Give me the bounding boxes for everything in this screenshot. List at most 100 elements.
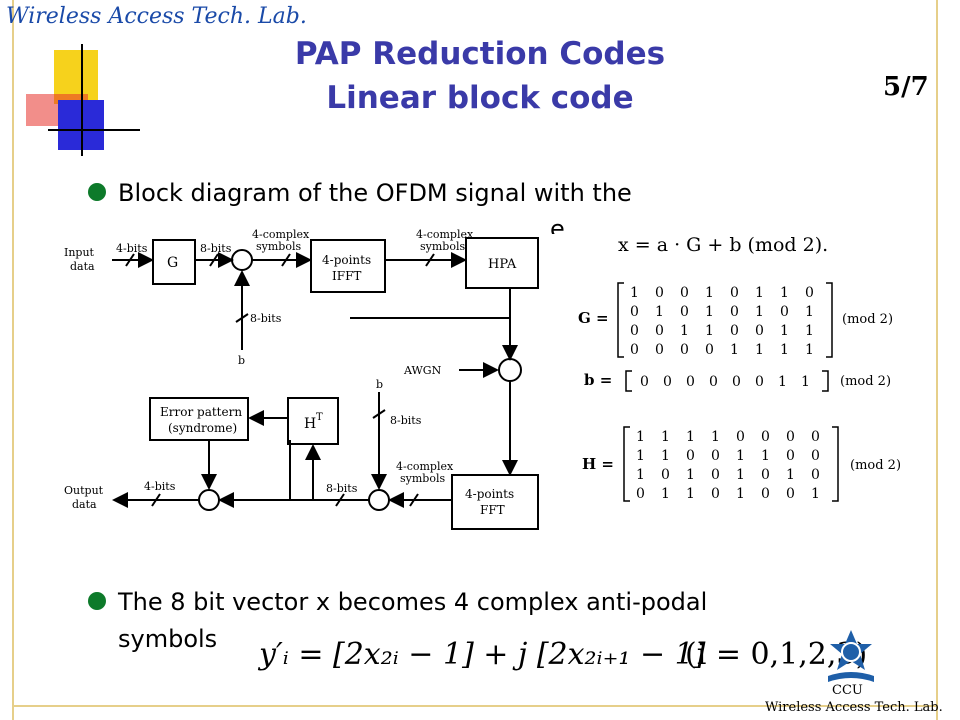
g-matrix-entry: 1: [705, 323, 714, 339]
b-vector-label: b =: [584, 371, 612, 389]
g-matrix-entry: 0: [805, 285, 814, 301]
g-matrix-entry: 0: [655, 285, 664, 301]
error-pattern-label-2: (syndrome): [168, 421, 237, 435]
b-vector-entry: 0: [686, 374, 695, 390]
frame-right-line: [936, 0, 938, 720]
h-matrix-entry: 0: [811, 429, 820, 445]
h-matrix-entry: 0: [636, 486, 645, 502]
symbol-mapping-formula: y′ᵢ = [2x₂ᵢ − 1] + j [2x₂ᵢ₊₁ − 1]: [257, 637, 706, 672]
h-matrix-entry: 0: [786, 486, 795, 502]
g-matrix-label: G =: [578, 309, 609, 327]
h-matrix-entry: 0: [761, 467, 770, 483]
b-vector-entry: 0: [755, 374, 764, 390]
g-matrix-entry: 0: [730, 323, 739, 339]
h-matrix-entry: 0: [686, 448, 695, 464]
g-matrix-entry: 1: [655, 304, 664, 320]
error-pattern-label-1: Error pattern: [160, 405, 242, 419]
h-matrix-entry: 1: [661, 448, 670, 464]
g-matrix-entry: 0: [730, 304, 739, 320]
bits8-right-label: 8-bits: [390, 414, 422, 427]
h-matrix-entry: 1: [661, 486, 670, 502]
h-matrix-entry: 0: [711, 448, 720, 464]
corner-logo-graphic: [26, 44, 140, 156]
g-matrix-entry: 0: [680, 342, 689, 358]
complex-symbols-top1-line2: symbols: [256, 240, 301, 253]
h-matrix-entry: 0: [661, 467, 670, 483]
g-block-label: G: [167, 255, 178, 271]
lab-name-header: Wireless Access Tech. Lab.: [6, 4, 307, 29]
g-matrix-entry: 0: [705, 342, 714, 358]
lab-name-footer: Wireless Access Tech. Lab.: [765, 700, 943, 715]
h-matrix-entry: 1: [811, 486, 820, 502]
slide-subtitle: Linear block code: [326, 80, 634, 116]
h-matrix-entry: 0: [786, 448, 795, 464]
h-matrix-entry: 1: [761, 448, 770, 464]
bullet-text-2-cont: symbols: [118, 625, 218, 653]
b-vector-entry: 1: [778, 374, 787, 390]
ccu-label: CCU: [832, 683, 863, 698]
g-matrix-entry: 0: [730, 285, 739, 301]
h-matrix-entry: 0: [761, 486, 770, 502]
bullet-marker: [88, 592, 106, 610]
g-matrix-entry: 1: [680, 323, 689, 339]
g-matrix-entry: 0: [630, 323, 639, 339]
h-matrix-entry: 1: [736, 486, 745, 502]
page-number: 5/7: [883, 72, 929, 102]
output-data-label-2: data: [72, 498, 97, 511]
hpa-block-label: HPA: [488, 257, 517, 272]
h-matrix-entry: 0: [811, 448, 820, 464]
b-top-label: b: [238, 354, 245, 367]
g-matrix-entry: 1: [805, 323, 814, 339]
h-matrix-entry: 0: [786, 429, 795, 445]
h-matrix-mod: (mod 2): [850, 458, 900, 473]
g-matrix-entry: 0: [780, 304, 789, 320]
g-matrix-entry: 0: [755, 323, 764, 339]
awgn-label: AWGN: [403, 364, 442, 377]
g-matrix-entry: 1: [705, 285, 714, 301]
g-matrix-entry: 1: [780, 323, 789, 339]
b-vector-entry: 0: [640, 374, 649, 390]
g-matrix-entry: 1: [755, 342, 764, 358]
b-vector-entry: 0: [732, 374, 741, 390]
g-matrix-entry: 0: [655, 342, 664, 358]
ifft-block-label-1: 4-points: [322, 253, 371, 267]
g-matrix-entry: 1: [780, 285, 789, 301]
g-matrix-entry: 1: [805, 342, 814, 358]
g-matrix-entry: 0: [630, 304, 639, 320]
input-data-label-2: data: [70, 260, 95, 273]
bits8-bottom-label: 8-bits: [326, 482, 358, 495]
g-matrix-entry: 0: [630, 342, 639, 358]
h-matrix-entry: 0: [711, 467, 720, 483]
code-equations-panel: x = a · G + b (mod 2). G = (mod 2) b = (…: [578, 234, 900, 502]
bullet-text-1-cont: e: [550, 215, 565, 234]
complex-symbols-bottom-line2: symbols: [400, 472, 445, 485]
symbol-mapping-equation: y′ᵢ = [2x₂ᵢ − 1] + j [2x₂ᵢ₊₁ − 1] (i = 0…: [257, 637, 865, 672]
g-matrix-entry: 1: [780, 342, 789, 358]
complex-symbols-top2-line2: symbols: [420, 240, 465, 253]
h-matrix-entry: 1: [636, 467, 645, 483]
ht-block-label: H: [304, 416, 316, 432]
bits4-in-label: 4-bits: [116, 242, 148, 255]
ofdm-block-diagram: Input data 4-bits G 8-bits 4-complex sym…: [64, 228, 539, 530]
g-matrix-mod: (mod 2): [842, 312, 893, 327]
complex-symbols-bottom-line1: 4-complex: [396, 460, 454, 473]
h-matrix-entry: 1: [686, 486, 695, 502]
bits4-out-label: 4-bits: [144, 480, 176, 493]
ht-block-superscript: T: [316, 412, 323, 423]
frame-bottom-line: [12, 705, 938, 707]
slide-title: PAP Reduction Codes: [294, 36, 666, 72]
fft-block-label-1: 4-points: [465, 487, 514, 501]
encoding-equation: x = a · G + b (mod 2).: [618, 234, 828, 256]
bits8-top-label: 8-bits: [200, 242, 232, 255]
ccu-logo: [828, 630, 874, 682]
output-data-label-1: Output: [64, 484, 104, 497]
g-matrix-entry: 1: [630, 285, 639, 301]
h-matrix-entry: 1: [736, 448, 745, 464]
b-vector-mod: (mod 2): [840, 374, 891, 389]
bullet-text-2: The 8 bit vector x becomes 4 complex ant…: [118, 588, 708, 616]
g-matrix-entry: 1: [755, 304, 764, 320]
bits8-b-label: 8-bits: [250, 312, 282, 325]
input-data-label-1: Input: [64, 246, 95, 259]
frame-left-line: [12, 0, 14, 720]
h-matrix-entry: 1: [661, 429, 670, 445]
